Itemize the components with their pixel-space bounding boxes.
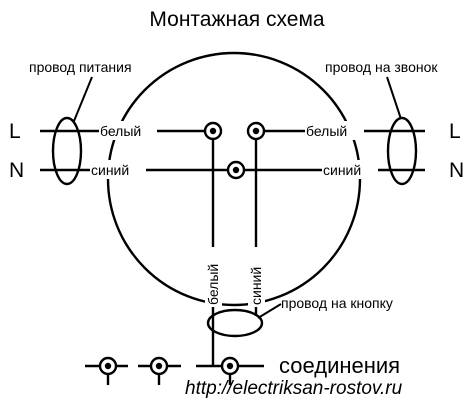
connection-symbol-1 (85, 356, 128, 385)
l-label-right: L (449, 120, 461, 143)
terminal-neutral (226, 160, 246, 180)
n-label-left: N (9, 159, 24, 182)
power-wire-leader (73, 76, 93, 122)
diagram-title: Монтажная схема (149, 8, 324, 31)
connection-symbol-3 (196, 356, 264, 385)
power-cable-sheath (51, 116, 83, 186)
wire-label-white-left: белый (100, 123, 141, 139)
wire-label-blue-left: синий (91, 162, 129, 178)
wire-label-white-right: белый (306, 123, 347, 139)
n-label-right: N (449, 159, 464, 182)
connections-label: соединения (279, 353, 400, 378)
connection-symbol-2 (138, 356, 181, 385)
bell-wire-caption: провод на звонок (325, 59, 438, 75)
l-label-left: L (9, 120, 21, 143)
power-wire-caption: провод питания (29, 59, 132, 75)
wire-label-white-vertical: белый (205, 264, 221, 305)
button-cable-sheath (206, 308, 264, 338)
wire-label-blue-right: синий (323, 162, 361, 178)
terminal-blue (246, 121, 266, 141)
button-wire-caption: провод на кнопку (281, 295, 393, 311)
wire-label-blue-vertical: синий (248, 267, 264, 305)
site-url: http://electriksan-rostov.ru (185, 378, 403, 399)
terminal-white (203, 121, 223, 141)
button-wire-leader (257, 303, 282, 319)
bell-wire-leader (386, 76, 402, 120)
bell-cable-sheath (386, 116, 418, 186)
